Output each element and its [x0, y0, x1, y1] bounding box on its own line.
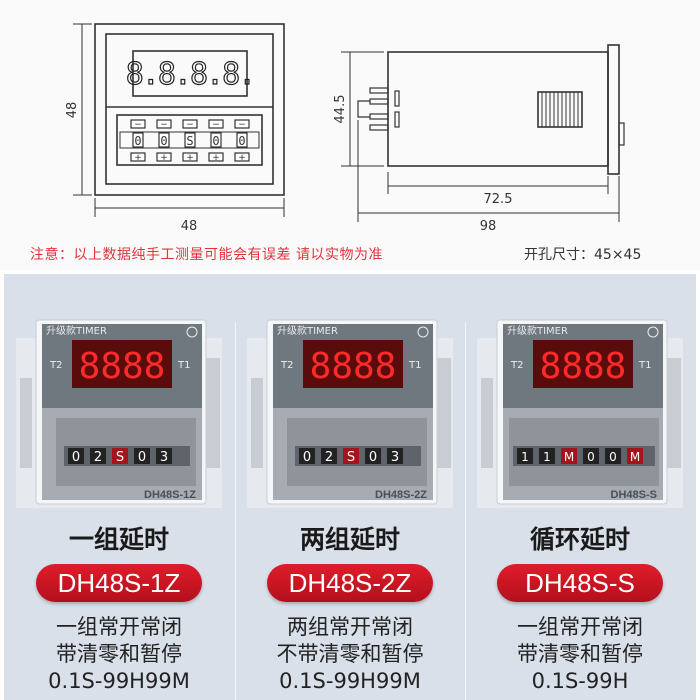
contact-config: 两组常开常闭 [287, 615, 413, 639]
model-badge: DH48S-1Z [36, 564, 202, 602]
contact-config: 一组常开常闭 [56, 615, 182, 639]
minus-button-glyph: − [160, 120, 168, 130]
reset-pause-feature: 带清零和暂停 [56, 642, 182, 666]
dial-value: 0 [160, 134, 167, 148]
dial-digit[interactable]: 0 [72, 450, 80, 465]
column-divider [235, 322, 236, 700]
minus-button-glyph: − [212, 120, 220, 130]
product-title: 一组延时 [68, 525, 169, 554]
t1-label: T1 [177, 360, 190, 371]
brand-label: 升级款TIMER [507, 324, 568, 337]
product-card-s: 8888 升级款TIMER T2 T1 1 1 M 0 0 M DH48S-S [465, 274, 695, 700]
time-range: 0.1S-99H99M [279, 669, 421, 693]
dial-digit[interactable]: 2 [94, 450, 102, 465]
product-comparison-panel: 8888 升级款TIMER T2 T1 0 2 S 0 3 DH48S-1Z 一… [4, 274, 696, 700]
plus-button-glyph: + [212, 153, 220, 163]
product-card-1z: 8888 升级款TIMER T2 T1 0 2 S 0 3 DH48S-1Z 一… [4, 274, 234, 700]
dimension-drawing: − − − − − + + + + + 0 0 S 0 0 8.8.8.8. 4… [65, 23, 625, 234]
column-divider [465, 322, 466, 700]
seven-segment-display: 8.8.8.8. [126, 57, 255, 92]
t2-label: T2 [510, 360, 523, 371]
product-title: 循环延时 [529, 525, 630, 554]
product-description: 两组常开常闭 不带清零和暂停 0.1S-99H99M [235, 614, 465, 695]
timer-device-image: 8888 升级款TIMER T2 T1 0 2 S 0 3 DH48S-2Z [247, 319, 453, 508]
dial-value: 0 [238, 134, 245, 148]
product-title: 两组延时 [299, 525, 400, 554]
device-model-label: DH48S-2Z [375, 489, 427, 501]
dial-digit[interactable]: 3 [160, 450, 168, 465]
t1-label: T1 [408, 360, 421, 371]
dial-digit[interactable]: 2 [325, 450, 333, 465]
timer-device-image: 8888 升级款TIMER T2 T1 1 1 M 0 0 M DH48S-S [477, 319, 683, 508]
dial-value: 0 [212, 134, 219, 148]
dial-unit[interactable]: M [564, 450, 574, 464]
timer-device-image: 8888 升级款TIMER T2 T1 0 2 S 0 3 DH48S-1Z [16, 319, 222, 508]
reset-pause-feature: 带清零和暂停 [517, 642, 643, 666]
t2-label: T2 [280, 360, 293, 371]
plus-button-glyph: + [238, 153, 246, 163]
minus-button-glyph: − [186, 120, 194, 130]
time-range: 0.1S-99H99M [48, 669, 190, 693]
plus-button-glyph: + [186, 153, 194, 163]
dial-digit[interactable]: 1 [521, 450, 529, 464]
front-width-label: 48 [181, 219, 198, 234]
brand-label: 升级款TIMER [46, 324, 107, 337]
time-range: 0.1S-99H [531, 669, 629, 693]
product-card-2z: 8888 升级款TIMER T2 T1 0 2 S 0 3 DH48S-2Z 两… [235, 274, 465, 700]
certification-icon [417, 326, 429, 338]
device-model-label: DH48S-1Z [144, 489, 196, 501]
front-height-label: 48 [65, 102, 80, 119]
contact-config: 一组常开常闭 [517, 615, 643, 639]
minus-button-glyph: − [238, 120, 246, 130]
model-badge: DH48S-S [497, 564, 663, 602]
product-description: 一组常开常闭 带清零和暂停 0.1S-99H99M [4, 614, 234, 695]
model-badge: DH48S-2Z [267, 564, 433, 602]
minus-button-glyph: − [134, 120, 142, 130]
dial-digit[interactable]: 3 [391, 450, 399, 465]
reset-pause-feature: 不带清零和暂停 [276, 642, 424, 666]
side-height-label: 44.5 [333, 95, 348, 124]
product-description: 一组常开常闭 带清零和暂停 0.1S-99H [465, 614, 695, 695]
measurement-note: 注意：以上数据纯手工测量可能会有误差 请以实物为准 [30, 247, 383, 263]
device-model-label: DH48S-S [611, 489, 657, 501]
plus-button-glyph: + [160, 153, 168, 163]
dial-digit[interactable]: 0 [369, 450, 377, 465]
dial-digit[interactable]: 1 [543, 450, 551, 464]
total-length-label: 98 [480, 219, 497, 234]
certification-icon [186, 326, 198, 338]
dial-value: 0 [134, 134, 141, 148]
t2-label: T2 [49, 360, 62, 371]
dial-unit[interactable]: M [630, 450, 640, 464]
dial-digit[interactable]: 0 [587, 450, 595, 464]
body-length-label: 72.5 [484, 192, 513, 207]
t1-label: T1 [638, 360, 651, 371]
dimension-drawing-area: − − − − − + + + + + 0 0 S 0 0 8.8.8.8. 4… [0, 0, 700, 270]
brand-label: 升级款TIMER [277, 324, 338, 337]
dial-unit[interactable]: S [347, 450, 355, 465]
cutout-size: 开孔尺寸：45×45 [524, 247, 642, 263]
dial-digit[interactable]: 0 [303, 450, 311, 465]
led-display: 8888 [540, 346, 627, 387]
front-view-outer-frame [94, 23, 285, 196]
dial-digit[interactable]: 0 [138, 450, 146, 465]
dial-unit[interactable]: S [116, 450, 124, 465]
dial-value: S [186, 134, 193, 148]
led-display: 8888 [79, 346, 166, 387]
plus-button-glyph: + [134, 153, 142, 163]
dial-digit[interactable]: 0 [609, 450, 617, 464]
certification-icon [647, 326, 659, 338]
led-display: 8888 [310, 346, 397, 387]
